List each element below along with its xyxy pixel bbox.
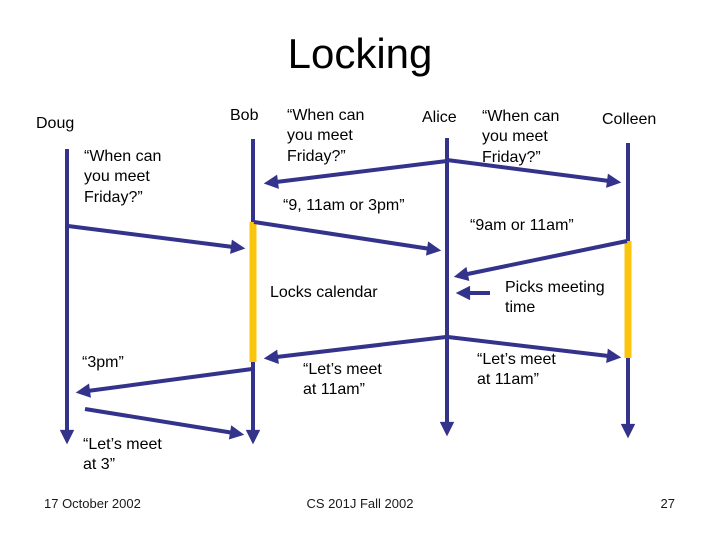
footer-course-name: CS 201J Fall 2002 (306, 496, 414, 511)
message-label-meet-11am-colleen: “Let’s meet at 11am” (477, 351, 556, 389)
footer-date: 17 October 2002 (44, 496, 141, 511)
message-label-3pm: “3pm” (82, 354, 124, 371)
message-label-bob-reply: “9, 11am or 3pm” (283, 197, 405, 214)
footer-page-number: 27 (660, 496, 675, 511)
actor-label-doug: Doug (36, 115, 75, 132)
annotation-picks-meeting-time: Picks meeting time (505, 279, 605, 317)
message-label-colleen-question: “When can you meet Friday?” (482, 108, 560, 166)
annotation-locks-calendar: Locks calendar (270, 284, 378, 301)
message-label-meet-at-3: “Let’s meet at 3” (83, 436, 162, 474)
msg-doug-to-bob-question (67, 224, 246, 254)
message-label-doug-question: “When can you meet Friday?” (84, 148, 162, 206)
message-label-bob-question: “When can you meet Friday?” (287, 107, 365, 165)
msg-colleen-to-alice-reply (453, 239, 628, 282)
msg-doug-to-bob-confirm (84, 407, 245, 440)
actor-label-alice: Alice (422, 109, 457, 126)
message-label-meet-11am-bob: “Let’s meet at 11am” (303, 361, 382, 399)
slide-title: Locking (287, 30, 433, 77)
actor-label-colleen: Colleen (602, 111, 657, 128)
actor-label-bob: Bob (230, 107, 259, 124)
msg-bob-to-alice-reply (253, 220, 442, 256)
message-label-colleen-reply: “9am or 11am” (470, 217, 574, 234)
msg-alice-to-bob-confirm (263, 335, 447, 364)
